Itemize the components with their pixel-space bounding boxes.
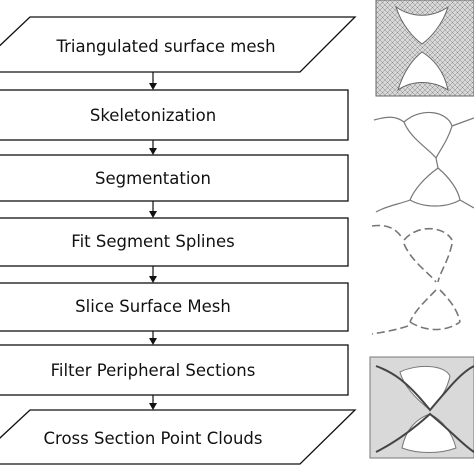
- flow-arrow-1: [149, 72, 157, 90]
- thumbnail-spline-fit: [371, 224, 461, 335]
- step-label-triangulated-surface-mesh: Triangulated surface mesh: [55, 37, 275, 56]
- step-label-skeletonization: Skeletonization: [90, 106, 216, 125]
- thumbnail-surface-mesh: [375, 0, 474, 97]
- step-box-segmentation: [0, 154, 349, 202]
- flow-arrow-2: [149, 140, 157, 155]
- thumbnail-filtered-sections: [369, 356, 474, 459]
- flow-arrow-5: [149, 331, 157, 345]
- step-label-segmentation: Segmentation: [95, 169, 211, 188]
- flow-arrow-4: [149, 266, 157, 283]
- step-box-fit-splines: [0, 217, 349, 267]
- step-box-input: [0, 16, 357, 73]
- flow-arrow-6: [149, 395, 157, 410]
- step-box-slice-mesh: [0, 282, 349, 332]
- thumbnail-skeleton: [373, 111, 474, 213]
- step-box-output: [0, 409, 357, 465]
- step-box-filter-sections: [0, 344, 349, 396]
- step-box-skeletonization: [0, 89, 349, 141]
- step-label-filter-peripheral-sections: Filter Peripheral Sections: [51, 361, 256, 380]
- step-label-slice-surface-mesh: Slice Surface Mesh: [75, 297, 231, 316]
- step-label-cross-section-point-clouds: Cross Section Point Clouds: [44, 429, 263, 448]
- step-label-fit-segment-splines: Fit Segment Splines: [71, 232, 234, 251]
- flow-arrow-3: [149, 201, 157, 218]
